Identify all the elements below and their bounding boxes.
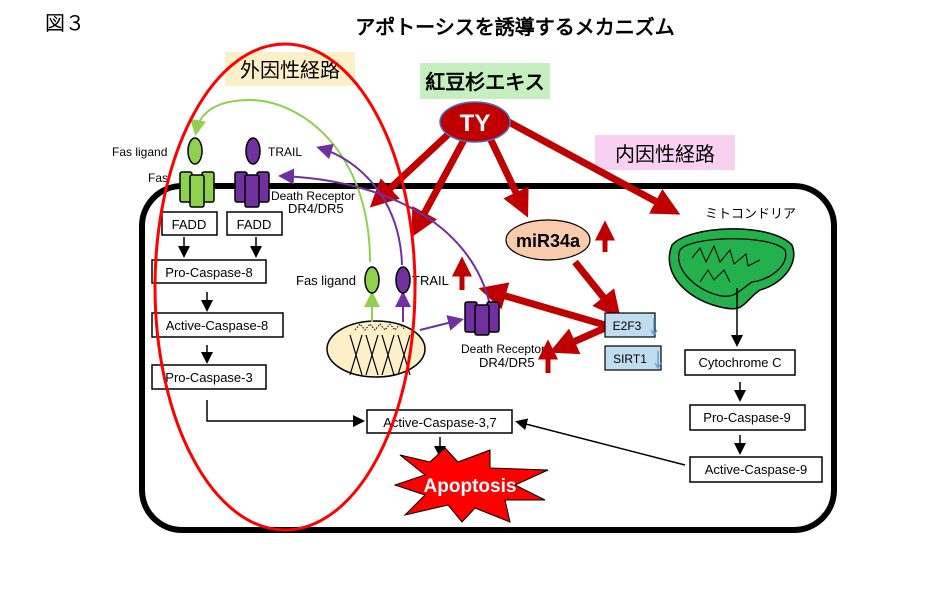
cytochrome-c: Cytochrome C xyxy=(698,355,781,370)
extrinsic-label: 外因性経路 xyxy=(240,58,340,82)
nucleus xyxy=(326,320,426,378)
active-caspase-8-box xyxy=(151,312,284,338)
fas-ligand-label: Fas ligand xyxy=(112,145,167,159)
active-caspase-37-box xyxy=(366,409,513,434)
pro-caspase-9-box xyxy=(689,404,806,431)
mir34a-label: miR34a xyxy=(516,231,581,251)
e2f3-box xyxy=(604,312,656,338)
pro-caspase-8-box xyxy=(151,259,267,284)
fadd-2: FADD xyxy=(237,217,272,232)
arrow-e2f3-to-dr xyxy=(549,324,607,355)
pro-caspase-9: Pro-Caspase-9 xyxy=(703,410,790,425)
extract-label: 紅豆杉エキス xyxy=(425,70,544,94)
pro-caspase-3-box xyxy=(151,364,267,390)
inner-death-receptor-label: Death Receptor xyxy=(461,342,545,356)
intrinsic-label: 内因性経路 xyxy=(615,142,715,166)
pro-caspase-3: Pro-Caspase-3 xyxy=(165,370,252,385)
up-arrow-icon xyxy=(537,339,559,373)
title: アポトーシスを誘導するメカニズム xyxy=(355,15,675,39)
trail-icon xyxy=(245,137,261,165)
ty-node xyxy=(439,101,511,143)
cytochrome-c-box xyxy=(684,349,796,376)
arrow-to-active-caspase-37 xyxy=(206,400,365,427)
inner-dr45-label: DR4/DR5 xyxy=(479,355,535,370)
trail-secretion-arrow xyxy=(316,143,403,266)
active-caspase-9-box xyxy=(689,456,823,483)
cell-membrane xyxy=(139,183,837,533)
fadd-box-1 xyxy=(161,211,218,236)
extrinsic-label-box xyxy=(225,52,355,86)
fas-label: Fas xyxy=(148,171,168,185)
fadd-1: FADD xyxy=(172,217,207,232)
mir34a-node xyxy=(505,219,591,261)
active-caspase-8: Active-Caspase-8 xyxy=(166,318,269,333)
ty-label: TY xyxy=(460,110,491,137)
fadd-box-2 xyxy=(226,211,283,236)
fas-ligand-secretion-arrow xyxy=(190,98,371,263)
arrow-ty-to-mir xyxy=(486,136,529,218)
mrna-icon xyxy=(354,323,406,331)
up-arrow-icon xyxy=(451,256,473,290)
dr-trail-arrow xyxy=(278,168,491,306)
fas-ligand-icon xyxy=(187,137,203,165)
arrow-ty-to-ligand xyxy=(411,136,469,238)
sirt1-label: SIRT1 xyxy=(613,352,647,366)
inner-death-receptor-icon xyxy=(464,301,500,336)
apoptosis-burst xyxy=(393,447,549,523)
arrow-casp9-to-casp37 xyxy=(515,418,686,466)
down-arrow-icon xyxy=(654,351,662,370)
inner-trail-label: TRAIL xyxy=(412,273,449,288)
mitochondria-icon xyxy=(668,228,795,310)
up-arrow-icon xyxy=(594,220,616,252)
inner-fas-ligand-label: Fas ligand xyxy=(296,273,356,288)
arrow-mir-to-e2f3 xyxy=(572,259,621,319)
dna-icon xyxy=(349,334,411,376)
dr45-label: DR4/DR5 xyxy=(288,201,344,216)
mitochondria-label: ミトコンドリア xyxy=(705,207,796,222)
arrow-ty-to-receptor xyxy=(369,125,458,208)
inner-trail-icon xyxy=(395,266,411,294)
arrow-e2f3-to-trail xyxy=(478,282,606,329)
death-receptor-label: Death Receptor xyxy=(271,189,355,203)
active-caspase-9: Active-Caspase-9 xyxy=(705,462,808,477)
pro-caspase-8: Pro-Caspase-8 xyxy=(165,265,252,280)
extract-label-box xyxy=(420,63,550,99)
sirt1-box xyxy=(604,345,662,371)
inner-fas-ligand-icon xyxy=(364,266,380,294)
e2f3-label: E2F3 xyxy=(613,319,642,333)
arrow-ty-to-mito xyxy=(503,116,681,215)
extrinsic-pathway-highlight xyxy=(153,42,417,532)
apoptosis-label: Apoptosis xyxy=(424,476,517,497)
figure-label: 図３ xyxy=(45,11,85,35)
trail-label: TRAIL xyxy=(268,145,302,159)
active-caspase-37: Active-Caspase-3,7 xyxy=(383,415,496,430)
death-receptor-icon xyxy=(234,171,270,208)
fas-receptor-icon xyxy=(179,171,215,208)
down-arrow-icon xyxy=(650,318,658,337)
intrinsic-label-box xyxy=(595,135,735,170)
